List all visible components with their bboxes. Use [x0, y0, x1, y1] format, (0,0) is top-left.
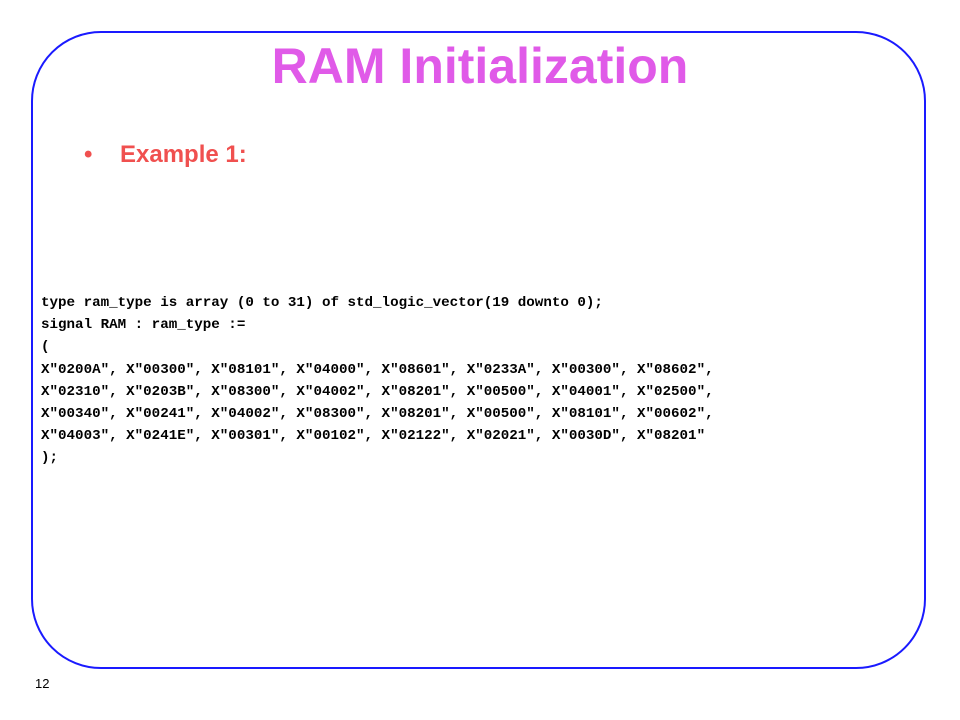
page-number: 12: [35, 676, 50, 691]
code-line: signal RAM : ram_type :=: [41, 317, 246, 334]
slide-frame: [31, 31, 926, 669]
bullet-text: Example 1:: [120, 141, 247, 168]
code-line: X"04003", X"0241E", X"00301", X"00102", …: [41, 428, 706, 445]
code-line: type ram_type is array (0 to 31) of std_…: [41, 295, 603, 311]
code-line: (: [41, 339, 50, 356]
code-line: );: [41, 450, 59, 467]
code-block: type ram_type is array (0 to 31) of std_…: [41, 292, 714, 470]
code-line: X"0200A", X"00300", X"08101", X"04000", …: [41, 361, 714, 378]
bullet-icon: •: [84, 141, 93, 168]
code-line: X"00340", X"00241", X"04002", X"08300", …: [41, 406, 714, 423]
code-line: X"02310", X"0203B", X"08300", X"04002", …: [41, 383, 714, 400]
bullet-item: • Example 1:: [84, 138, 247, 172]
slide-title: RAM Initialization: [271, 38, 689, 94]
